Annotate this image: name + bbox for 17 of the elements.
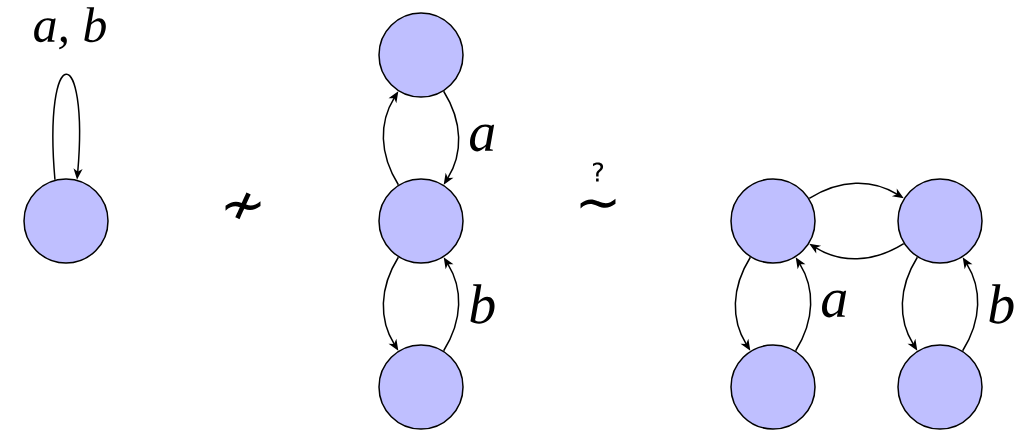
state-circle (897, 178, 983, 264)
state-circle (378, 12, 464, 98)
state-circle (730, 344, 816, 430)
edge-label: b (989, 284, 1014, 324)
state-circle (730, 178, 816, 264)
edge-label: b (470, 284, 495, 324)
edge-label: a (822, 290, 847, 318)
edge-label: a (470, 124, 495, 152)
edge-label: a, b (34, 7, 106, 50)
state-circle (378, 178, 464, 264)
relation-symbol: ? (593, 162, 604, 182)
state-circle (897, 344, 983, 430)
relation-symbol: ∼ (580, 198, 616, 209)
state-circle (378, 344, 464, 430)
arrow (52, 73, 83, 181)
state-circle (23, 178, 109, 264)
relation-symbol: ≁ (225, 192, 261, 220)
